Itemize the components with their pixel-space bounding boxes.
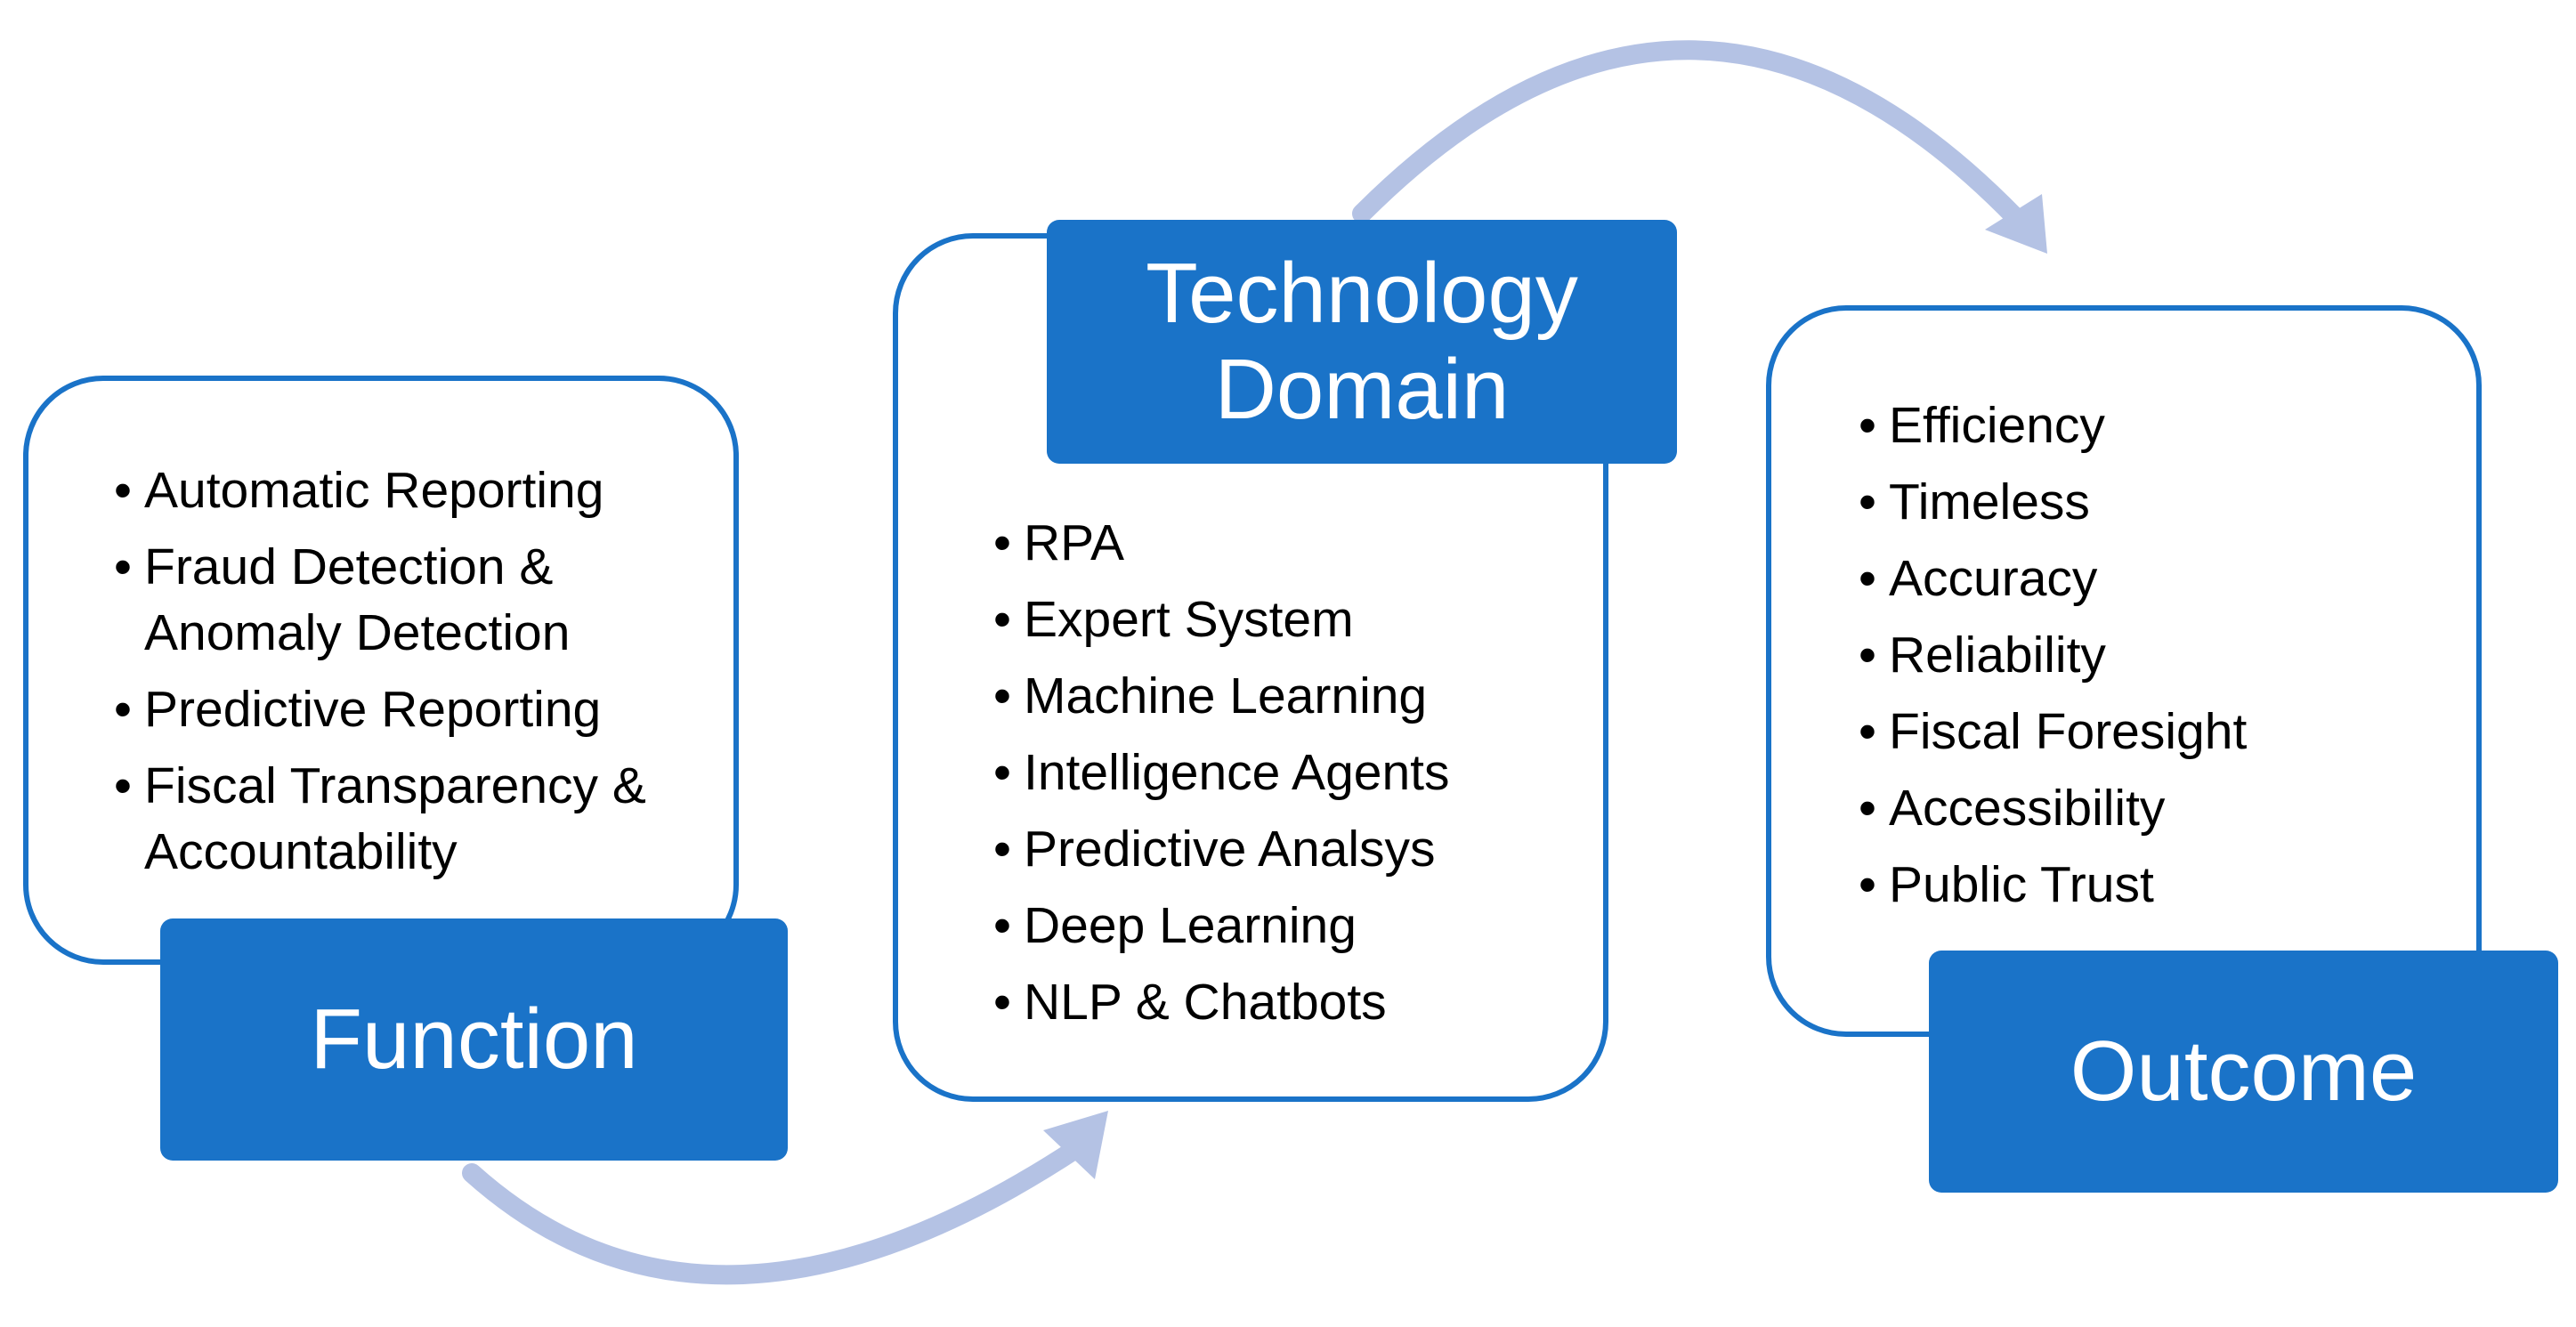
list-item: •NLP & Chatbots <box>993 974 1387 1031</box>
list-item: •RPA <box>993 514 1124 571</box>
list-item: •Efficiency <box>1859 397 2105 454</box>
arrowhead-technology-to-outcome <box>1985 194 2047 254</box>
technology-title: Technology Domain <box>1047 220 1677 464</box>
list-item: •Timeless <box>1859 473 2090 530</box>
list-item: •Machine Learning <box>993 668 1428 724</box>
outcome-title: Outcome <box>1929 951 2558 1193</box>
list-item: •Deep Learning <box>993 897 1357 954</box>
list-item: •Reliability <box>1859 627 2106 684</box>
list-item: •Predictive Reporting <box>114 681 602 738</box>
outcome-box <box>1766 305 2482 1037</box>
function-box <box>23 376 739 965</box>
list-item: •Automatic Reporting <box>114 462 604 519</box>
technology-list: •RPA •Expert System •Machine Learning •I… <box>993 510 1581 1046</box>
list-item: •Expert System <box>993 591 1354 648</box>
list-item: •Public Trust <box>1859 856 2154 913</box>
arrowhead-function-to-technology <box>1043 1111 1108 1179</box>
arrow-technology-to-outcome <box>1352 40 2026 228</box>
outcome-list: •Efficiency •Timeless •Accuracy •Reliabi… <box>1859 392 2428 928</box>
list-item: •Accuracy <box>1859 550 2098 607</box>
list-item: •Accessibility <box>1859 780 2166 837</box>
list-item: •Fiscal Transparency & Accountability <box>114 757 646 880</box>
function-list: •Automatic Reporting •Fraud Detection & … <box>114 457 684 895</box>
list-item: •Fraud Detection & Anomaly Detection <box>114 538 571 661</box>
arrow-function-to-technology <box>462 1138 1087 1285</box>
function-title: Function <box>160 918 788 1161</box>
list-item: •Predictive Analsys <box>993 821 1436 878</box>
list-item: •Intelligence Agents <box>993 744 1450 801</box>
list-item: •Fiscal Foresight <box>1859 703 2248 760</box>
